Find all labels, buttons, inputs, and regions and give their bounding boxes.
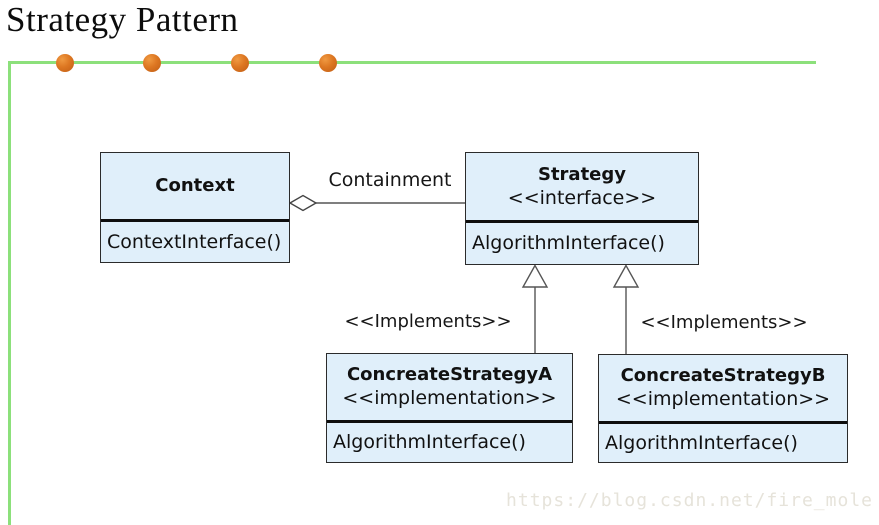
class-name: ConcreateStrategyB	[620, 365, 826, 386]
class-stereotype: <<implementation>>	[342, 387, 557, 409]
aggregation-diamond	[288, 194, 318, 212]
accent-dot	[143, 54, 161, 72]
class-box-context: Context ContextInterface()	[100, 152, 290, 263]
page-title: Strategy Pattern	[6, 0, 239, 39]
class-stereotype: <<interface>>	[507, 186, 657, 209]
class-header: Context	[101, 153, 289, 222]
implements-label-b: <<Implements>>	[640, 312, 808, 333]
accent-dot	[56, 54, 74, 72]
accent-line-vertical	[8, 61, 11, 525]
class-box-concrete-strategy-b: ConcreateStrategyB <<implementation>> Al…	[598, 354, 848, 463]
class-method: ContextInterface()	[107, 230, 282, 253]
class-name: ConcreateStrategyA	[346, 364, 553, 385]
implements-label-a: <<Implements>>	[344, 311, 512, 332]
class-stereotype: <<implementation>>	[615, 388, 831, 410]
class-method: AlgorithmInterface()	[472, 232, 665, 254]
class-box-strategy: Strategy <<interface>> AlgorithmInterfac…	[465, 152, 699, 265]
watermark-url: https://blog.csdn.net/fire_mole	[506, 490, 873, 511]
accent-dot	[231, 54, 249, 72]
aggregation-label: Containment	[328, 169, 452, 191]
accent-dot	[319, 54, 337, 72]
accent-line-horizontal	[8, 61, 816, 64]
class-method: AlgorithmInterface()	[605, 431, 798, 454]
class-header: ConcreateStrategyB <<implementation>>	[599, 355, 847, 424]
class-method: AlgorithmInterface()	[333, 431, 526, 453]
realization-triangle-b	[612, 264, 640, 288]
class-name: Strategy	[537, 163, 627, 185]
class-name: Context	[155, 175, 235, 196]
class-header: ConcreateStrategyA <<implementation>>	[327, 354, 572, 423]
class-box-concrete-strategy-a: ConcreateStrategyA <<implementation>> Al…	[326, 353, 573, 463]
realization-triangle-a	[521, 264, 549, 288]
class-header: Strategy <<interface>>	[466, 153, 698, 223]
